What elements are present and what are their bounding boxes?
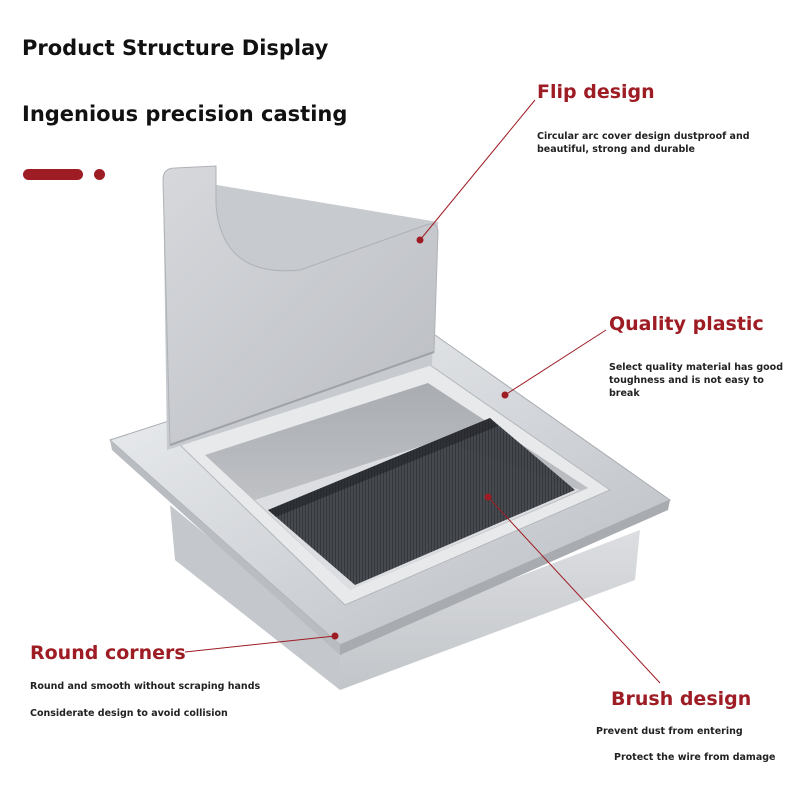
flip-lid [162, 165, 439, 450]
callout-line-brush [487, 496, 661, 684]
quality-plastic-desc-line: Select quality material has good [609, 362, 783, 373]
flip-design-description: Circular arc cover design dustproof and … [537, 130, 777, 156]
quality-plastic-desc-line: toughness and is not easy to [609, 375, 764, 386]
round-corners-line1: Round and smooth without scraping hands [30, 681, 261, 692]
round-corners-title: Round corners [30, 642, 186, 664]
callout-line-corners [184, 635, 336, 653]
flip-design-title: Flip design [537, 81, 655, 103]
flip-design-desc-line: beautiful, strong and durable [537, 144, 696, 155]
callout-lines [184, 99, 661, 684]
callout-dot-corners [331, 632, 339, 640]
callout-dot-flip [416, 236, 424, 244]
flip-design-desc-line: Circular arc cover design dustproof and [537, 131, 750, 142]
box-body [170, 505, 640, 690]
brush-design-line2: Protect the wire from damage [614, 752, 776, 763]
brush-design-line1: Prevent dust from entering [596, 726, 743, 737]
quality-plastic-description: Select quality material has good toughne… [609, 361, 789, 400]
round-corners-line2: Considerate design to avoid collision [30, 708, 228, 719]
brush-design-title: Brush design [611, 688, 752, 710]
callout-line-flip [419, 99, 536, 241]
callout-line-plastic [504, 329, 607, 396]
decorative-bar [23, 169, 83, 180]
quality-plastic-title: Quality plastic [609, 313, 764, 335]
quality-plastic-desc-line: break [609, 388, 640, 399]
brush-bristles [268, 418, 575, 585]
decorative-dot [94, 169, 105, 180]
callout-dot-brush [484, 493, 492, 501]
callout-dot-plastic [501, 391, 509, 399]
page-subtitle: Ingenious precision casting [22, 102, 348, 126]
page-title: Product Structure Display [22, 36, 329, 60]
